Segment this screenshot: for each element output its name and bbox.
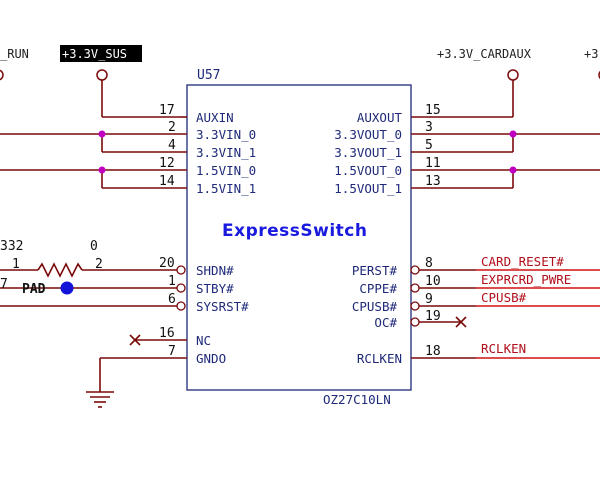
pin-num-15: 15 xyxy=(425,103,441,118)
pin-name-cpusb: CPUSB# xyxy=(352,299,398,314)
pin-num-5: 5 xyxy=(425,138,433,153)
left-partial-7: 7 xyxy=(0,277,8,292)
bubble-cpusb xyxy=(410,301,420,311)
pin-name-sysrst: SYSRST# xyxy=(196,299,249,314)
net-rclken: RCLKEN xyxy=(481,341,526,356)
pin-name-perst: PERST# xyxy=(352,263,398,278)
bubble-perst xyxy=(410,265,420,275)
bubble-shdn xyxy=(176,265,186,275)
component-refdes: U57 xyxy=(197,68,220,83)
bubble-oc xyxy=(410,317,420,327)
rail-sus-connector xyxy=(96,69,108,81)
pad-label: PAD xyxy=(22,282,46,297)
net-cpusb: CPUSB# xyxy=(481,290,527,305)
rail-cardaux-connector xyxy=(507,69,519,81)
pin-name-auxin: AUXIN xyxy=(196,110,234,125)
pin-num-14: 14 xyxy=(159,174,175,189)
pin-name-rclken: RCLKEN xyxy=(357,351,402,366)
pin-num-2: 2 xyxy=(168,120,176,135)
pin-num-10: 10 xyxy=(425,274,441,289)
component-function-label: ExpressSwitch xyxy=(222,221,367,241)
junction-1v5in xyxy=(98,166,106,174)
junction-3v3in xyxy=(98,130,106,138)
rail-right-connector xyxy=(598,70,600,80)
pin-num-1: 1 xyxy=(168,274,176,289)
pin-num-17: 17 xyxy=(159,103,175,118)
pin-name-1v5in0: 1.5VIN_0 xyxy=(196,163,256,178)
rail-3v3-sus: +3.3V_SUS xyxy=(60,45,180,118)
pin-name-1v5out0: 1.5VOUT_0 xyxy=(334,163,402,178)
pin-name-stby: STBY# xyxy=(196,281,234,296)
component-part-number: OZ27C10LN xyxy=(323,392,391,407)
pin-num-20: 20 xyxy=(159,256,175,271)
oc-cross-b xyxy=(455,316,467,328)
pin-num-12: 12 xyxy=(159,156,175,171)
rail-sus-highlight xyxy=(60,45,142,62)
pin-num-4: 4 xyxy=(168,138,176,153)
pad-dot xyxy=(60,281,74,295)
rail-run-partial: _RUN xyxy=(0,47,29,81)
nc-cross-b xyxy=(129,334,141,346)
pin-num-3: 3 xyxy=(425,120,433,135)
pin-name-3v3in0: 3.3VIN_0 xyxy=(196,127,256,142)
resistor-value-suffix: 0 xyxy=(90,239,98,254)
pin-name-1v5in1: 1.5VIN_1 xyxy=(196,181,256,196)
net-card-reset: CARD_RESET# xyxy=(481,254,564,269)
resistor-value-partial: 332 xyxy=(0,239,23,254)
pin-num-11: 11 xyxy=(425,156,441,171)
pin-name-auxout: AUXOUT xyxy=(357,110,403,125)
rail-run-label: _RUN xyxy=(0,47,29,61)
bubble-cppe xyxy=(410,283,420,293)
pin-name-oc: OC# xyxy=(374,315,397,330)
resistor-symbol xyxy=(37,262,83,278)
pin-name-shdn: SHDN# xyxy=(196,263,234,278)
rail-right-label: +3 xyxy=(584,47,598,61)
pin-num-19: 19 xyxy=(425,309,441,324)
pin-num-9: 9 xyxy=(425,292,433,307)
junction-1v5out xyxy=(509,166,517,174)
pin-num-16: 16 xyxy=(159,326,175,341)
pin-num-8: 8 xyxy=(425,256,433,271)
pin-name-3v3in1: 3.3VIN_1 xyxy=(196,145,256,160)
pin-num-7: 7 xyxy=(168,344,176,359)
pin-num-6: 6 xyxy=(168,292,176,307)
pin-name-3v3out1: 3.3VOUT_1 xyxy=(334,145,402,160)
pin-name-gndo: GNDO xyxy=(196,351,226,366)
bubble-sysrst xyxy=(176,301,186,311)
rail-right-partial: +3 xyxy=(584,47,600,80)
bubble-stby xyxy=(176,283,186,293)
pin-name-cppe: CPPE# xyxy=(359,281,397,296)
pin-name-1v5out1: 1.5VOUT_1 xyxy=(334,181,402,196)
pin-name-nc: NC xyxy=(196,333,211,348)
pin-num-13: 13 xyxy=(425,174,441,189)
pin-name-3v3out0: 3.3VOUT_0 xyxy=(334,127,402,142)
resistor-pin1: 1 xyxy=(12,257,20,272)
component-body xyxy=(186,84,412,391)
rail-sus-label: +3.3V_SUS xyxy=(62,47,127,61)
pin-num-18: 18 xyxy=(425,344,441,359)
net-exprcrd-pwren: EXPRCRD_PWRE xyxy=(481,272,571,287)
resistor-pin2: 2 xyxy=(95,257,103,272)
rail-cardaux-label: +3.3V_CARDAUX xyxy=(437,47,532,61)
rail-run-connector xyxy=(0,69,4,81)
rail-3v3-cardaux: +3.3V_CARDAUX xyxy=(411,47,532,118)
junction-3v3out xyxy=(509,130,517,138)
